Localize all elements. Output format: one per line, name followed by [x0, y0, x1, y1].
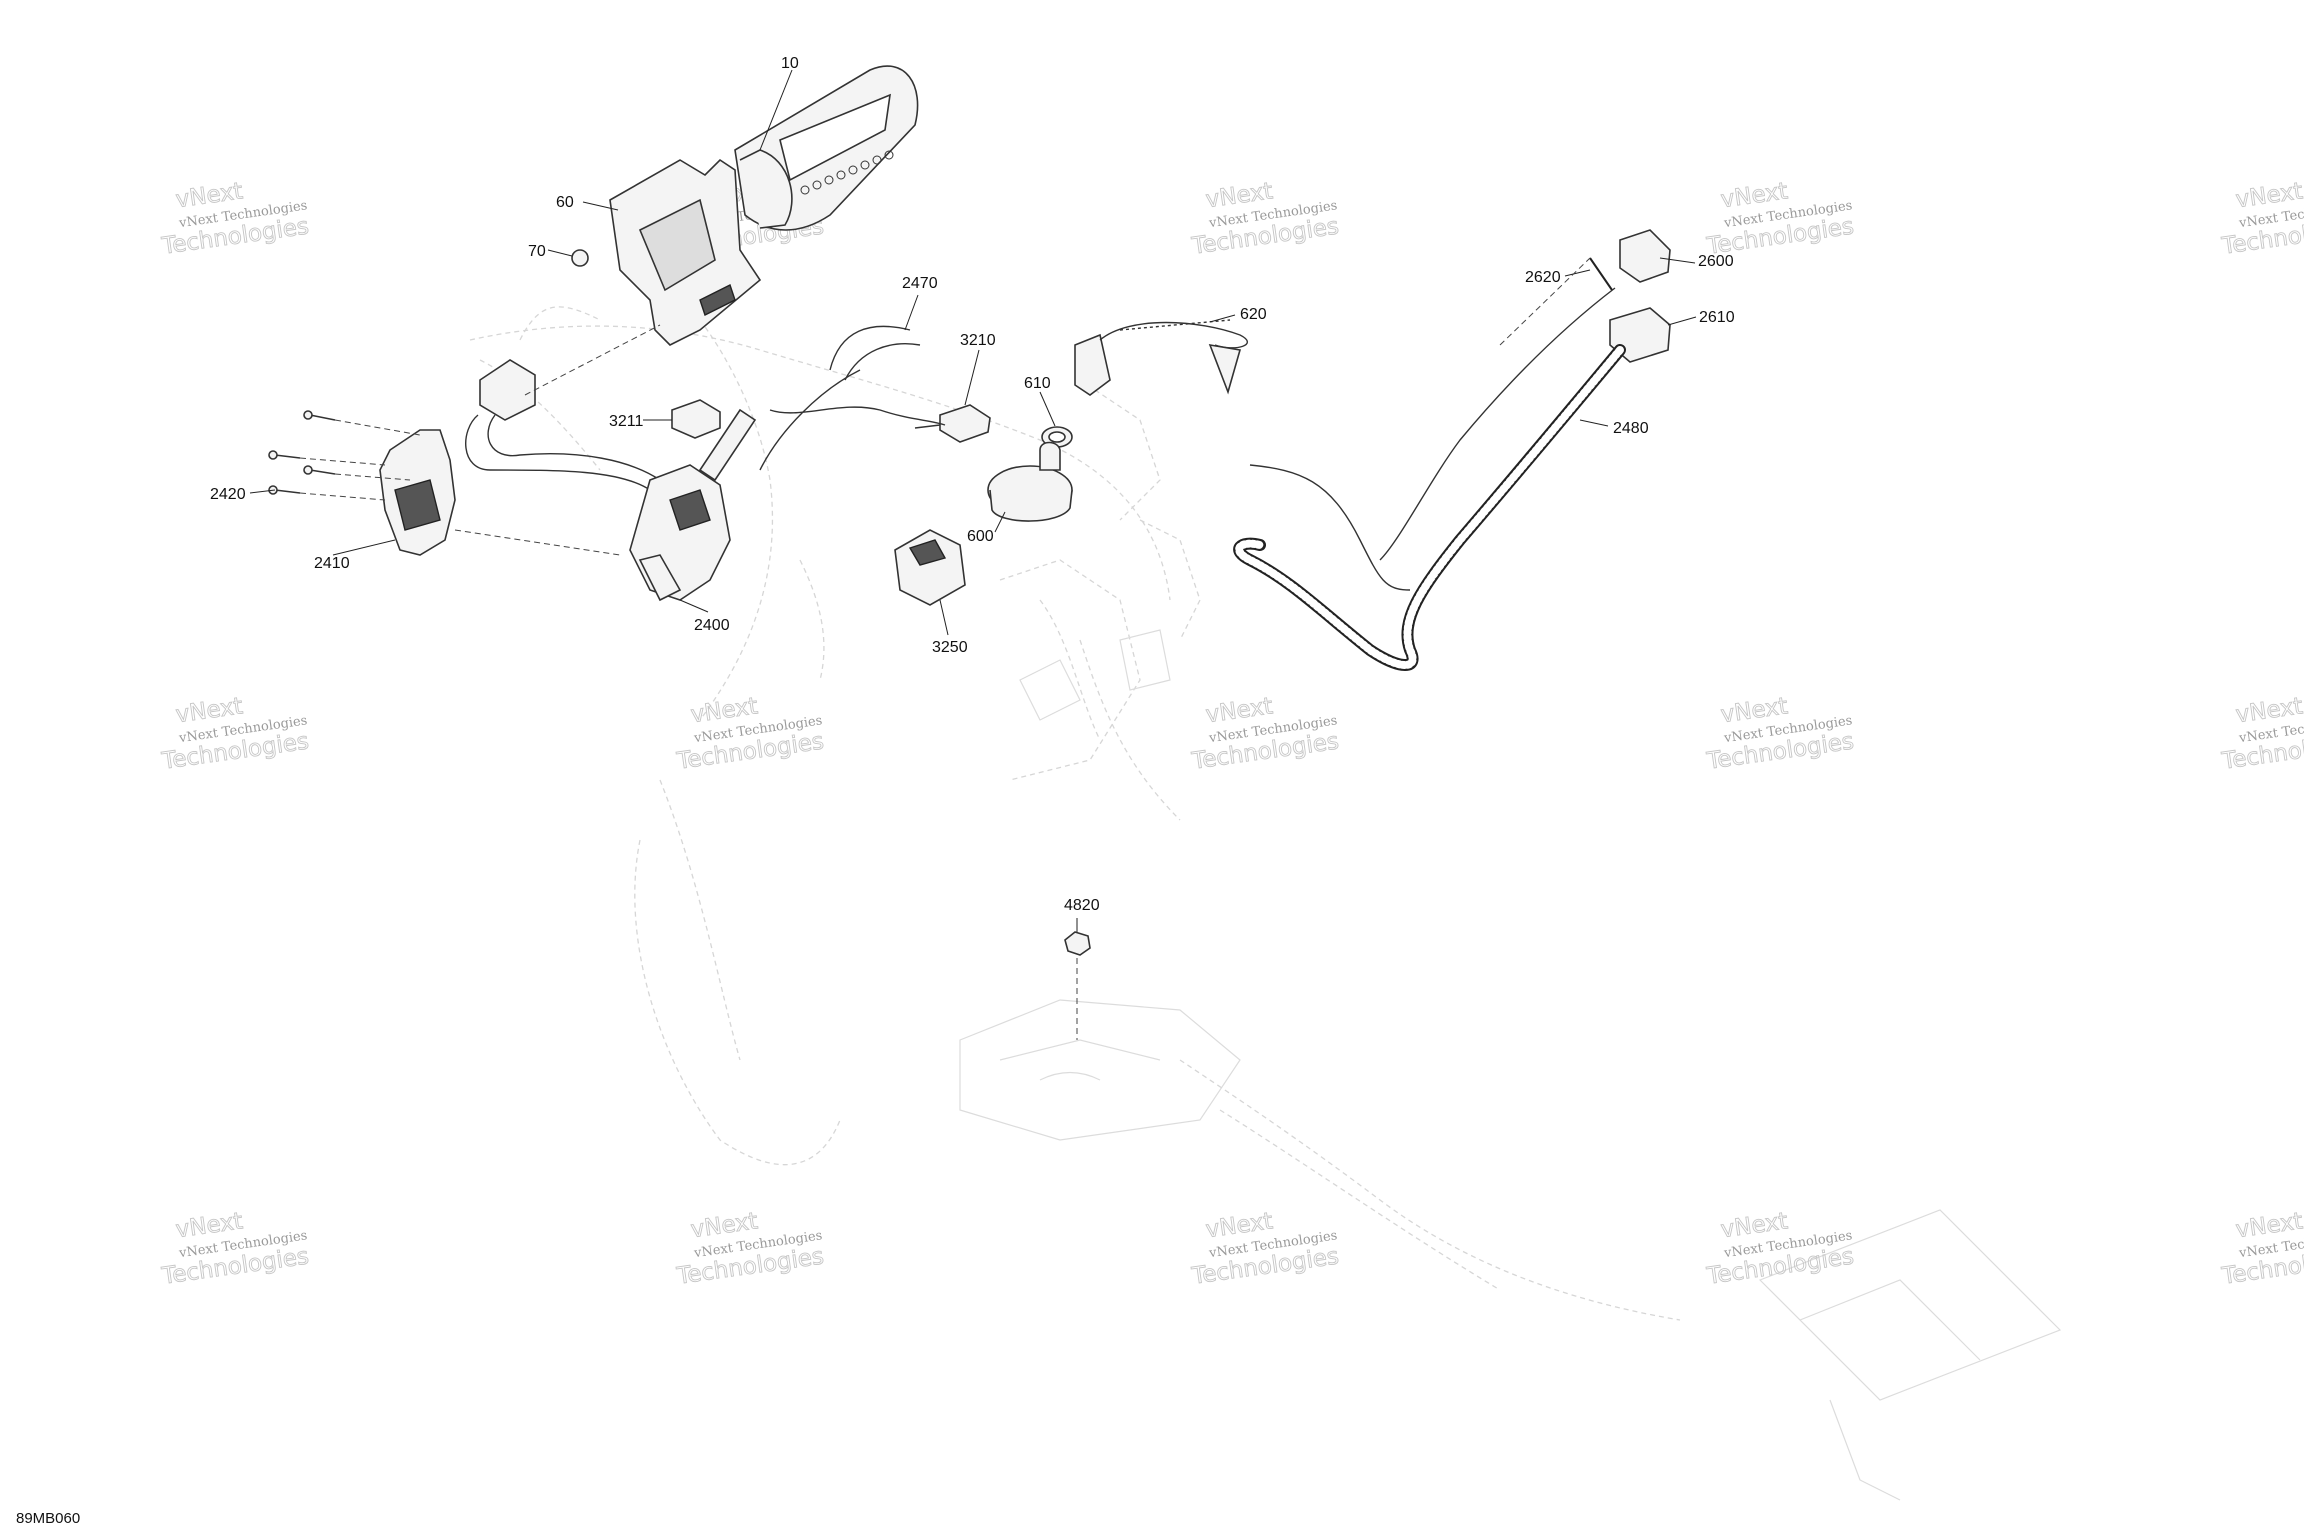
part-620-lanyard: [1074, 319, 1248, 396]
callout-620: 620: [1240, 306, 1267, 323]
callout-2480: 2480: [1613, 420, 1649, 437]
part-70-clip: [571, 249, 589, 267]
part-3210-connector: [914, 404, 991, 443]
callout-2470: 2470: [902, 275, 938, 292]
callout-3211: 3211: [609, 413, 644, 430]
callout-3250: 3250: [932, 639, 968, 656]
part-2480-harness: [1233, 287, 1626, 671]
part-3250-switch: [894, 529, 966, 606]
callout-600: 600: [967, 528, 994, 545]
callout-70: 70: [528, 243, 546, 260]
part-2600-sensor: [1619, 229, 1671, 283]
part-2400-wiring: [465, 359, 661, 491]
ghost-vehicle-frame: [469, 306, 2062, 1501]
callout-3210: 3210: [960, 332, 996, 349]
callout-2610: 2610: [1699, 309, 1735, 326]
part-3211-connector: [671, 399, 721, 439]
diagram-id: 89MB060: [16, 1510, 80, 1527]
callout-2600: 2600: [1698, 253, 1734, 270]
callout-10: 10: [781, 55, 799, 72]
callout-4820: 4820: [1064, 897, 1100, 914]
callout-60: 60: [556, 194, 574, 211]
callout-2420: 2420: [210, 486, 246, 503]
leader-lines: [249, 69, 1697, 932]
part-60-bracket: [609, 158, 762, 346]
part-2400-switch: [629, 408, 757, 602]
part-2420-screws: [268, 410, 336, 495]
part-2410-housing: [379, 429, 456, 556]
callout-labels: 10 60 70 2470 3210 3211 610 620 600 3250…: [210, 55, 1735, 914]
part-2620-pin: [1589, 257, 1613, 291]
callout-2620: 2620: [1525, 269, 1561, 286]
part-2470-harness: [759, 325, 946, 471]
part-10-gauge: [734, 65, 919, 231]
part-600-dial: [987, 441, 1073, 522]
part-4820-nut: [1064, 931, 1091, 956]
callout-2400: 2400: [694, 617, 730, 634]
assembly-lines: [299, 257, 1591, 1040]
callout-610: 610: [1024, 375, 1051, 392]
callout-2410: 2410: [314, 555, 350, 572]
